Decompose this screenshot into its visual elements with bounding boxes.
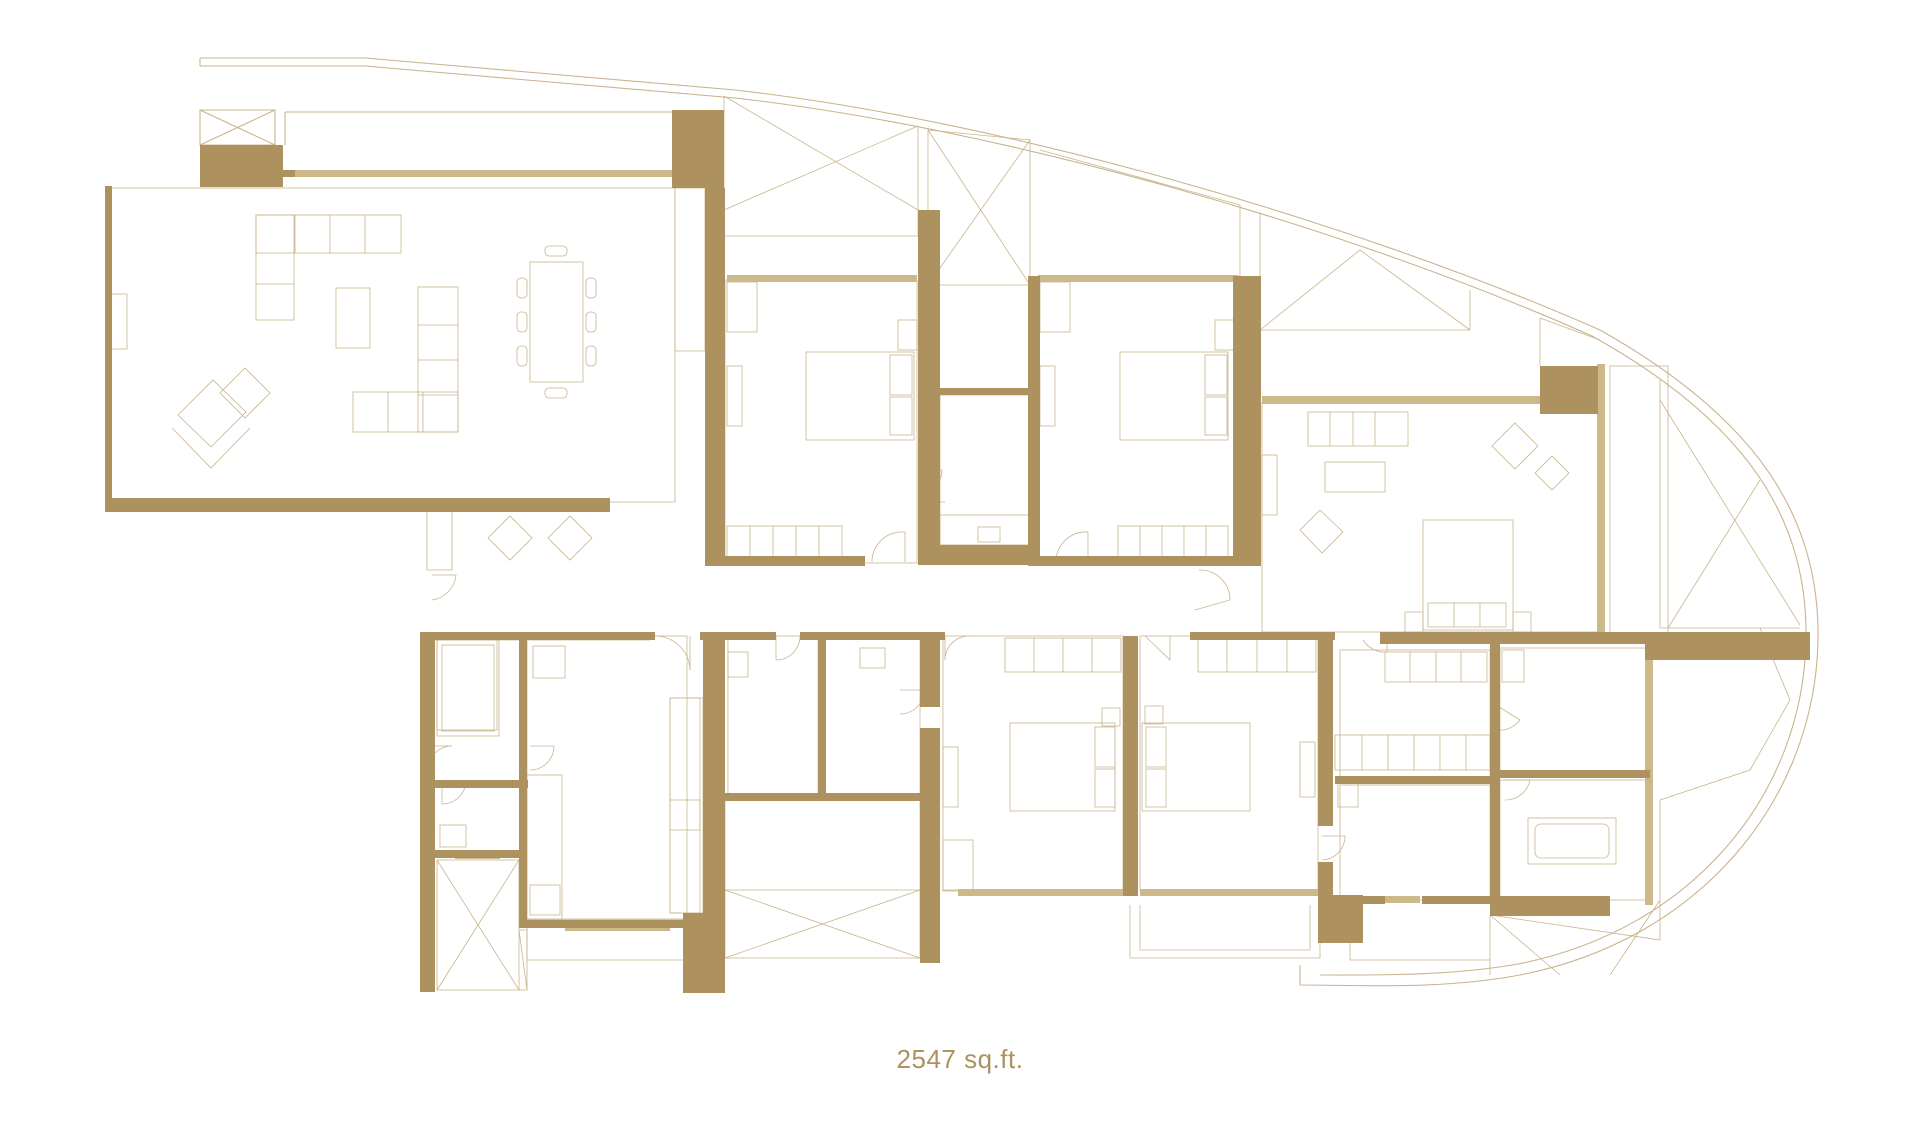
furniture <box>171 214 1570 561</box>
door-swings <box>427 469 1531 861</box>
walls <box>105 110 1810 993</box>
interior-outlines <box>109 187 1669 991</box>
area-label: 2547 sq.ft. <box>896 1044 1024 1074</box>
balcony-zones <box>723 95 1801 976</box>
